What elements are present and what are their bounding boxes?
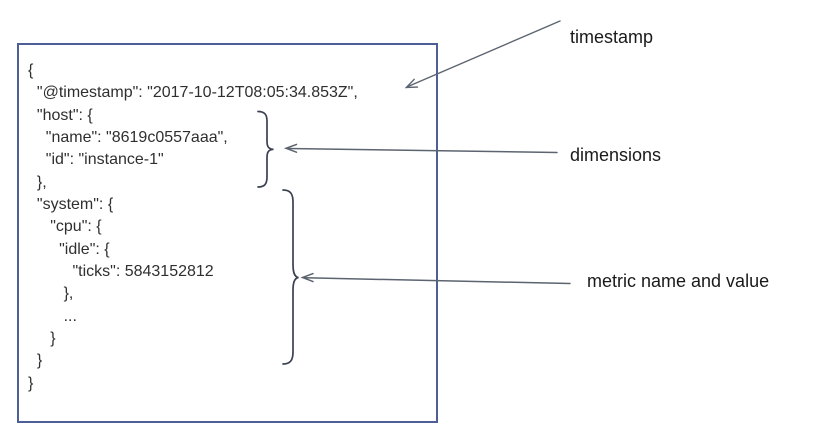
code-line: { (28, 62, 34, 79)
code-line: }, (28, 285, 74, 303)
code-line-ellipsis: ... (28, 307, 77, 325)
code-line-host: "host": { (28, 106, 93, 124)
code-line-ticks: "ticks": 5843152812 (28, 263, 214, 281)
code-line: } (28, 330, 56, 348)
code-line-host-name: "name": "8619c0557aaa", (28, 129, 228, 147)
code-line-timestamp: "@timestamp": "2017-10-12T08:05:34.853Z"… (28, 84, 358, 102)
timestamp-annotation-label: timestamp (570, 27, 654, 47)
json-code-block: { "@timestamp": "2017-10-12T08:05:34.853… (19, 60, 419, 395)
code-line: } (28, 374, 34, 392)
code-line: } (28, 352, 43, 370)
code-line-host-id: "id": "instance-1" (28, 151, 164, 169)
code-line: }, (28, 173, 47, 191)
code-line-idle: "idle": { (28, 240, 110, 258)
code-line-cpu: "cpu": { (28, 218, 102, 236)
metric-annotation-label: metric name and value (587, 271, 770, 291)
dimensions-annotation-label: dimensions (570, 145, 662, 165)
code-line-system: "system": { (28, 196, 114, 214)
json-document-box (17, 43, 438, 423)
